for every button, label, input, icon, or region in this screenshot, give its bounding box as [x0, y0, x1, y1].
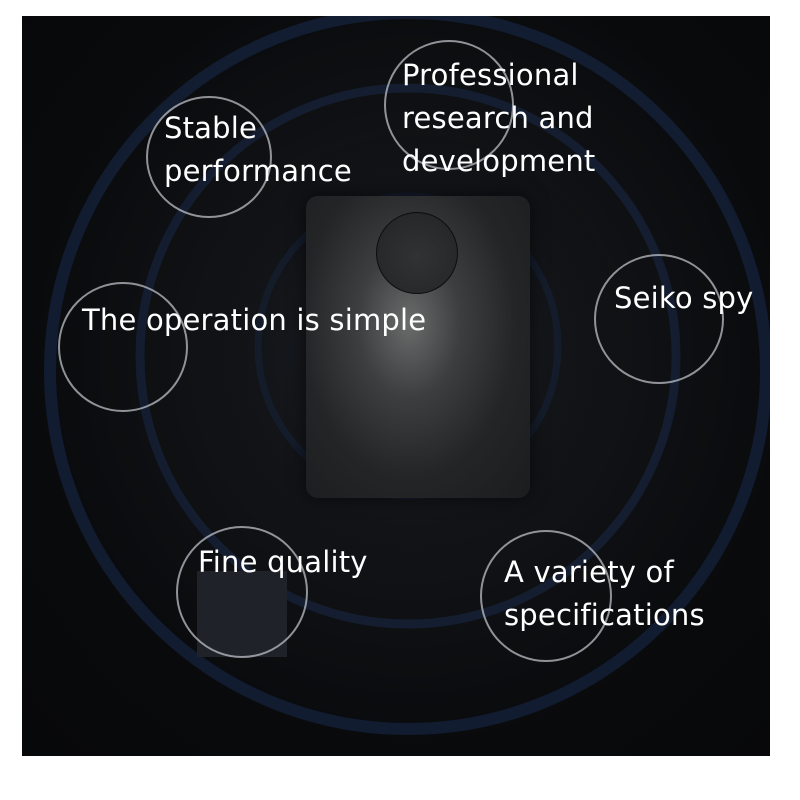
dark-panel: Stable performance Professional research…: [22, 16, 770, 756]
feature-operation-simple: The operation is simple: [82, 303, 427, 337]
halo-ring-outer: [44, 16, 770, 735]
feature-variety-specs: A variety of specifications: [504, 555, 705, 632]
feature-seiko-spy: Seiko spy: [614, 281, 754, 315]
ring-quality: [176, 526, 308, 658]
ring-variety: [480, 530, 612, 662]
ring-operation: [58, 282, 188, 412]
ring-stable: [146, 96, 272, 218]
ring-professional: [384, 40, 514, 170]
feature-stable-performance: Stable performance: [164, 111, 352, 188]
feature-fine-quality: Fine quality: [198, 545, 368, 579]
feature-professional-rd: Professional research and development: [402, 58, 596, 178]
tracker-device: [306, 196, 530, 498]
ring-seiko: [594, 254, 724, 384]
device-button: [376, 212, 458, 294]
